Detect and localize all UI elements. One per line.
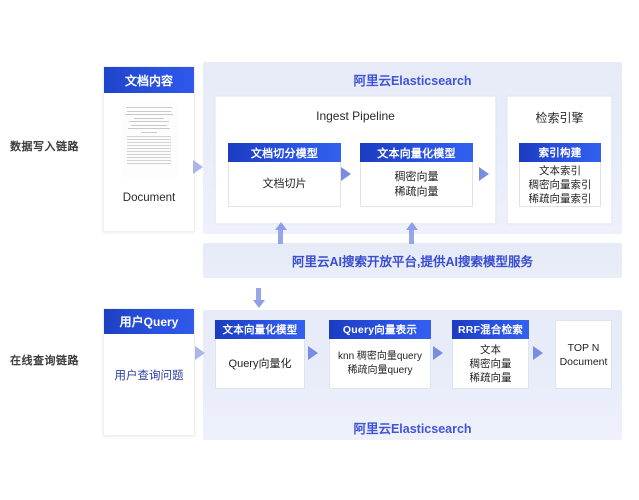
module-index-build-body: 文本索引 稠密向量索引 稀疏向量索引	[520, 163, 600, 206]
module-rrf-hybrid-search-body: 文本 稠密向量 稀疏向量	[453, 340, 528, 388]
module-doc-split-body: 文档切片	[229, 163, 340, 206]
query-chain-label: 在线查询链路	[10, 355, 79, 367]
arrow-right-icon	[195, 346, 205, 360]
arrow-up-icon	[406, 222, 418, 230]
module-text-vectorize-header: 文本向量化模型	[360, 143, 473, 162]
module-index-build-header-text: 索引构建	[538, 147, 582, 159]
module-query-vector-representation-header-text: Query向量表示	[342, 324, 418, 336]
retrieval-engine-title: 检索引擎	[535, 111, 584, 125]
arrow-right-icon	[308, 346, 318, 360]
module-query-vectorize-body-text: Query向量化	[228, 357, 292, 370]
module-index-build-body-text: 文本索引 稠密向量索引 稀疏向量索引	[528, 164, 592, 205]
arrow-right-icon	[341, 167, 351, 181]
module-index-build[interactable]: 索引构建 文本索引 稠密向量索引 稀疏向量索引	[519, 143, 601, 207]
user-query-header: 用户Query	[104, 309, 194, 334]
arrow-right-icon	[433, 346, 443, 360]
elasticsearch-write-panel-title: 阿里云Elasticsearch	[353, 74, 472, 88]
module-query-vectorize[interactable]: 文本向量化模型 Query向量化	[215, 320, 305, 389]
module-query-vectorize-body: Query向量化	[216, 340, 304, 388]
module-doc-split-header-text: 文档切分模型	[250, 147, 319, 160]
module-doc-split-body-text: 文档切片	[262, 178, 307, 190]
write-chain-label: 数据写入链路	[10, 141, 79, 153]
module-query-vector-representation[interactable]: Query向量表示 knn 稠密向量query 稀疏向量query	[329, 320, 431, 389]
elasticsearch-query-panel-title: 阿里云Elasticsearch	[353, 422, 472, 436]
module-rrf-hybrid-search-header: RRF混合检索	[452, 320, 529, 339]
module-text-vectorize-body: 稠密向量 稀疏向量	[361, 163, 472, 206]
arrow-up-stem	[409, 230, 414, 244]
module-query-vector-representation-body: knn 稠密向量query 稀疏向量query	[330, 340, 430, 388]
arrow-right-icon	[533, 346, 543, 360]
arrow-down-stem	[256, 288, 261, 301]
arrow-right-icon	[193, 160, 203, 174]
arrow-up-stem	[278, 230, 283, 244]
arrow-up-icon	[275, 222, 287, 230]
document-content-card[interactable]: 文档内容 Document	[103, 66, 195, 232]
document-content-header-text: 文档内容	[124, 73, 173, 88]
module-text-vectorize[interactable]: 文本向量化模型 稠密向量 稀疏向量	[360, 143, 473, 207]
ai-search-platform-band: 阿里云AI搜索开放平台,提供AI搜索模型服务	[203, 243, 622, 278]
module-doc-split[interactable]: 文档切分模型 文档切片	[228, 143, 341, 207]
document-page-thumbnail-icon	[121, 103, 177, 177]
document-caption: Document	[122, 192, 176, 204]
module-doc-split-header: 文档切分模型	[228, 143, 341, 162]
top-n-document-box[interactable]: TOP N Document	[555, 320, 612, 389]
ai-search-platform-text: 阿里云AI搜索开放平台,提供AI搜索模型服务	[292, 255, 533, 269]
module-query-vectorize-header: 文本向量化模型	[215, 320, 305, 339]
top-n-document-text: TOP N Document	[559, 341, 608, 368]
module-query-vector-representation-body-text: knn 稠密向量query 稀疏向量query	[338, 351, 422, 376]
ingest-pipeline-title: Ingest Pipeline	[316, 109, 395, 123]
document-content-header: 文档内容	[104, 67, 194, 93]
module-query-vector-representation-header: Query向量表示	[329, 320, 431, 339]
arrow-down-icon	[253, 300, 265, 308]
module-query-vectorize-header-text: 文本向量化模型	[222, 324, 298, 336]
module-text-vectorize-header-text: 文本向量化模型	[377, 147, 456, 160]
module-text-vectorize-body-text: 稠密向量 稀疏向量	[394, 170, 439, 198]
user-query-card[interactable]: 用户Query 用户查询问题	[103, 308, 195, 436]
module-rrf-hybrid-search[interactable]: RRF混合检索 文本 稠密向量 稀疏向量	[452, 320, 529, 389]
user-query-body-text: 用户查询问题	[114, 370, 184, 382]
module-rrf-hybrid-search-header-text: RRF混合检索	[458, 324, 523, 336]
arrow-right-icon	[479, 167, 489, 181]
module-index-build-header: 索引构建	[519, 143, 601, 162]
user-query-header-text: 用户Query	[119, 315, 179, 329]
module-rrf-hybrid-search-body-text: 文本 稠密向量 稀疏向量	[469, 344, 512, 384]
